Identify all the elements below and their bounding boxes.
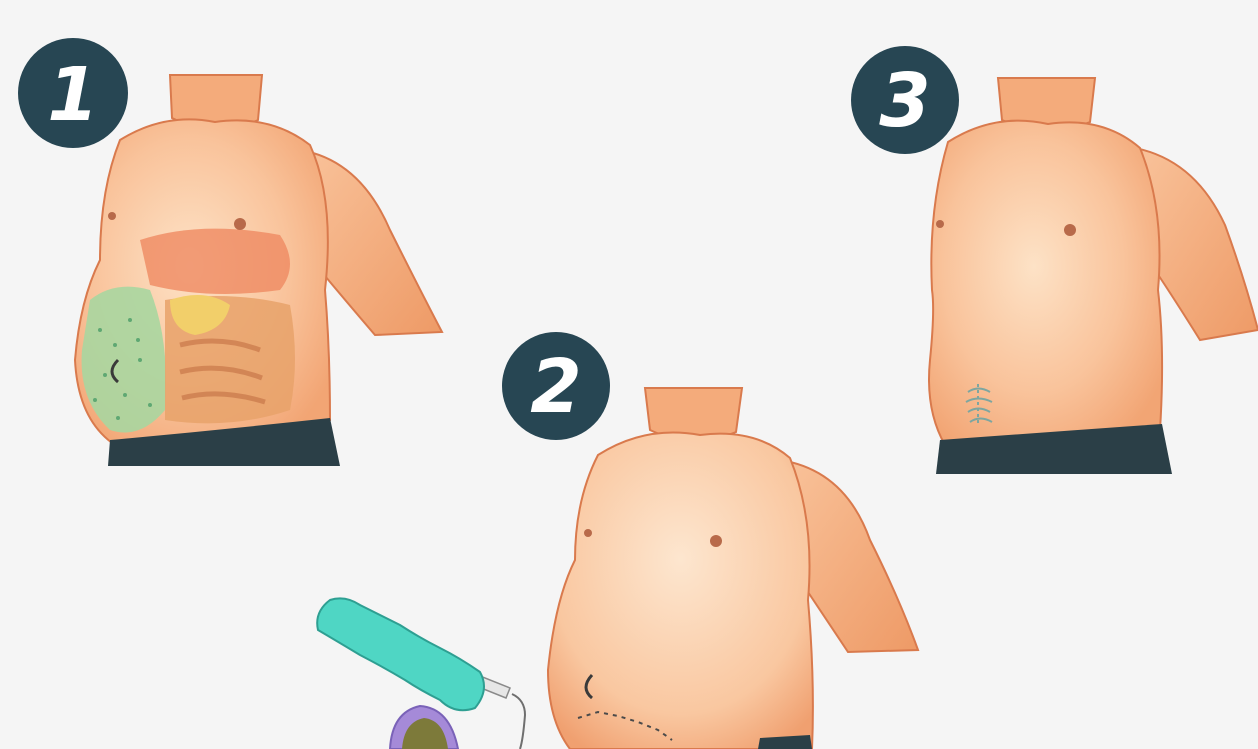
nipple-right [710,535,722,547]
nipple-right [1064,224,1076,236]
torso [548,433,813,749]
drain-tube [512,694,525,749]
drainage-bag-icon [390,706,458,749]
nipple-right [234,218,246,230]
liver [140,229,290,294]
figure-step-3 [929,78,1258,474]
step-badge-1: 1 [18,38,128,148]
nipple-left [108,212,116,220]
step-badge-2: 2 [502,332,610,440]
step-number: 3 [879,58,931,144]
glove [317,598,484,710]
nipple-left [584,529,592,537]
step-number: 1 [47,52,99,138]
figure-step-2 [317,388,918,749]
step-badge-3: 3 [851,46,959,154]
step-number: 2 [530,344,582,430]
nipple-left [936,220,944,228]
figure-step-1 [75,75,442,466]
torso [929,121,1162,445]
